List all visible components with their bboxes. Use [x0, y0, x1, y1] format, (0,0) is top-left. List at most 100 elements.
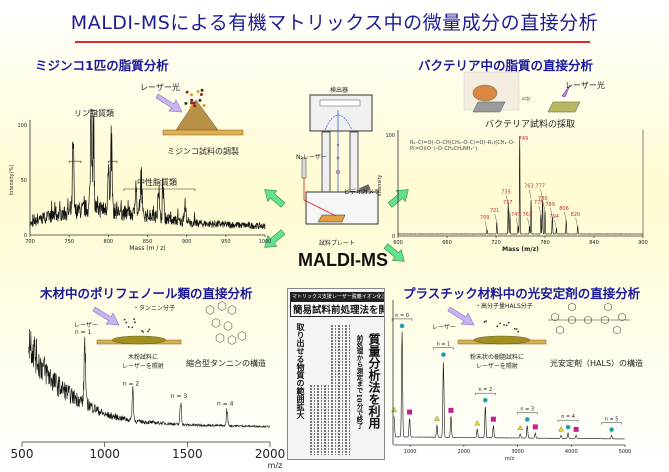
tannin-ring: [211, 318, 221, 328]
arrow-icon: ⇨: [522, 94, 531, 105]
ion-particle: [142, 330, 145, 333]
oligomer-bracket: [516, 412, 538, 415]
ion-particle: [336, 143, 340, 147]
circle-marker: [565, 424, 571, 431]
phospholipids-label: リン脂質類: [74, 109, 114, 118]
n2-laser: [301, 157, 307, 179]
ion-particle: [336, 169, 341, 174]
ion-particle: [141, 330, 143, 332]
petri-dish: [472, 84, 498, 102]
daphnia-x-tick-label: 1000: [259, 239, 272, 245]
newspaper-clipping: マトリックス支援レーザー脱離イオン化法対応 簡易試料前処理法を開発 質量分析法を…: [287, 288, 385, 460]
lipid-bracket: [88, 110, 97, 113]
plastic-x-tick-label: 3000: [511, 449, 524, 455]
video-camera-icon: [359, 184, 371, 194]
plastic-spectrum-line: [393, 331, 625, 440]
news-subtitle: 前処理から測定まで10分で終了: [355, 335, 363, 429]
peak-label: 777: [536, 184, 546, 190]
ion-particle: [485, 320, 487, 323]
daphnia-x-tick-label: 950: [221, 239, 231, 245]
plastic-sample-caption: 粉末状の樹脂試料にレーザーを照射: [462, 352, 532, 370]
triangle-marker: [474, 420, 481, 426]
caption-line: レーザーを照射: [476, 363, 518, 370]
ion-particle: [517, 330, 520, 333]
daphnia-y-tick-label: 0: [24, 233, 27, 239]
green-direction-arrow-icon: [264, 189, 286, 208]
news-text-column: [310, 385, 312, 455]
ion-particle: [133, 318, 135, 320]
detector-window: [319, 99, 361, 107]
news-text-column: [317, 385, 319, 455]
peak-label: 761: [522, 212, 532, 218]
ion-particle: [147, 330, 150, 333]
flight-tube-right: [349, 131, 359, 193]
peak-label: 780: [538, 196, 548, 202]
ion-particle: [503, 323, 505, 326]
peak-label: 709: [480, 215, 490, 221]
oligomer-label: n = 4: [217, 400, 234, 407]
news-main-title: 質量分析法を利用: [367, 333, 381, 429]
wood-spectrum-line: [28, 328, 271, 428]
hals-molecule-label: ・高分子量HALS分子: [475, 303, 533, 310]
news-text-column: [348, 325, 350, 455]
circle-marker: [440, 351, 447, 358]
hals-ring: [618, 312, 626, 322]
maldi-ms-label: MALDI-MS: [298, 250, 388, 270]
peak-leader-line: [550, 207, 553, 217]
oligomer-label: n = 0: [395, 313, 409, 319]
oligomer-bracket: [557, 419, 579, 423]
bacteria-x-tick-label: 840: [589, 240, 599, 246]
tannin-ring: [227, 335, 237, 345]
green-direction-arrow-icon: [387, 189, 409, 208]
ion-particle: [513, 327, 516, 330]
daphnia-x-tick-label: 750: [64, 239, 74, 245]
bacteria-x-tick-label: 900: [638, 240, 648, 246]
square-marker: [448, 407, 454, 413]
ion-particle: [148, 328, 151, 331]
news-text-column: [331, 325, 333, 455]
bacteria-y-tick-label: 0: [392, 234, 395, 240]
peak-label: 763: [524, 184, 534, 190]
square-marker: [490, 416, 496, 422]
lipid-bracket: [68, 160, 82, 164]
peak-leader-line: [507, 205, 511, 215]
bacteria-spectrum-line: [397, 136, 644, 235]
ion-particle: [131, 326, 134, 329]
oligomer-label: n = 3: [171, 393, 188, 400]
oligomer-label: n = 5: [605, 417, 619, 423]
peak-label: 735: [501, 190, 511, 196]
wood-x-tick-label: 500: [11, 447, 34, 461]
daphnia-laser-label: レーザー光: [140, 83, 180, 92]
hals-ring: [584, 315, 592, 325]
tannin-ring: [223, 321, 233, 331]
oligomer-bracket: [475, 392, 496, 396]
plastic-laser-arrow-icon: [447, 306, 475, 326]
ion-particle: [190, 105, 194, 109]
wood-x-tick-label: 1000: [89, 447, 120, 461]
peak-label: 775: [534, 200, 544, 206]
ion-particle: [507, 321, 510, 324]
peak-leader-line: [564, 211, 567, 221]
ion-particle: [200, 88, 204, 92]
plastic-x-tick-label: 5000: [619, 449, 632, 455]
daphnia-sample-mound: [175, 99, 219, 131]
peak-leader-line: [494, 213, 498, 223]
ion-particle: [496, 325, 499, 328]
video-camera-label: ビデオカメラ: [344, 189, 381, 196]
oligomer-label: n = 1: [75, 329, 92, 336]
hals-ring: [604, 302, 612, 312]
ion-particle: [125, 321, 128, 324]
ion-particle: [184, 101, 188, 105]
plastic-x-tick-label: 2000: [457, 449, 470, 455]
hals-ring: [568, 315, 576, 325]
bacteria-laser-label: レーザー光: [565, 81, 605, 90]
plastic-laser-label: レーザー: [432, 324, 456, 331]
daphnia-y-tick-label: 100: [17, 123, 27, 129]
daphnia-heading: ミジンコ1匹の脂質分析: [35, 58, 169, 73]
news-text-column: [313, 385, 315, 455]
oligomer-bracket: [433, 347, 454, 350]
hals-ring: [556, 325, 564, 335]
news-text-column: [345, 325, 347, 455]
ion-particle: [127, 326, 130, 328]
hals-ring: [601, 315, 609, 325]
